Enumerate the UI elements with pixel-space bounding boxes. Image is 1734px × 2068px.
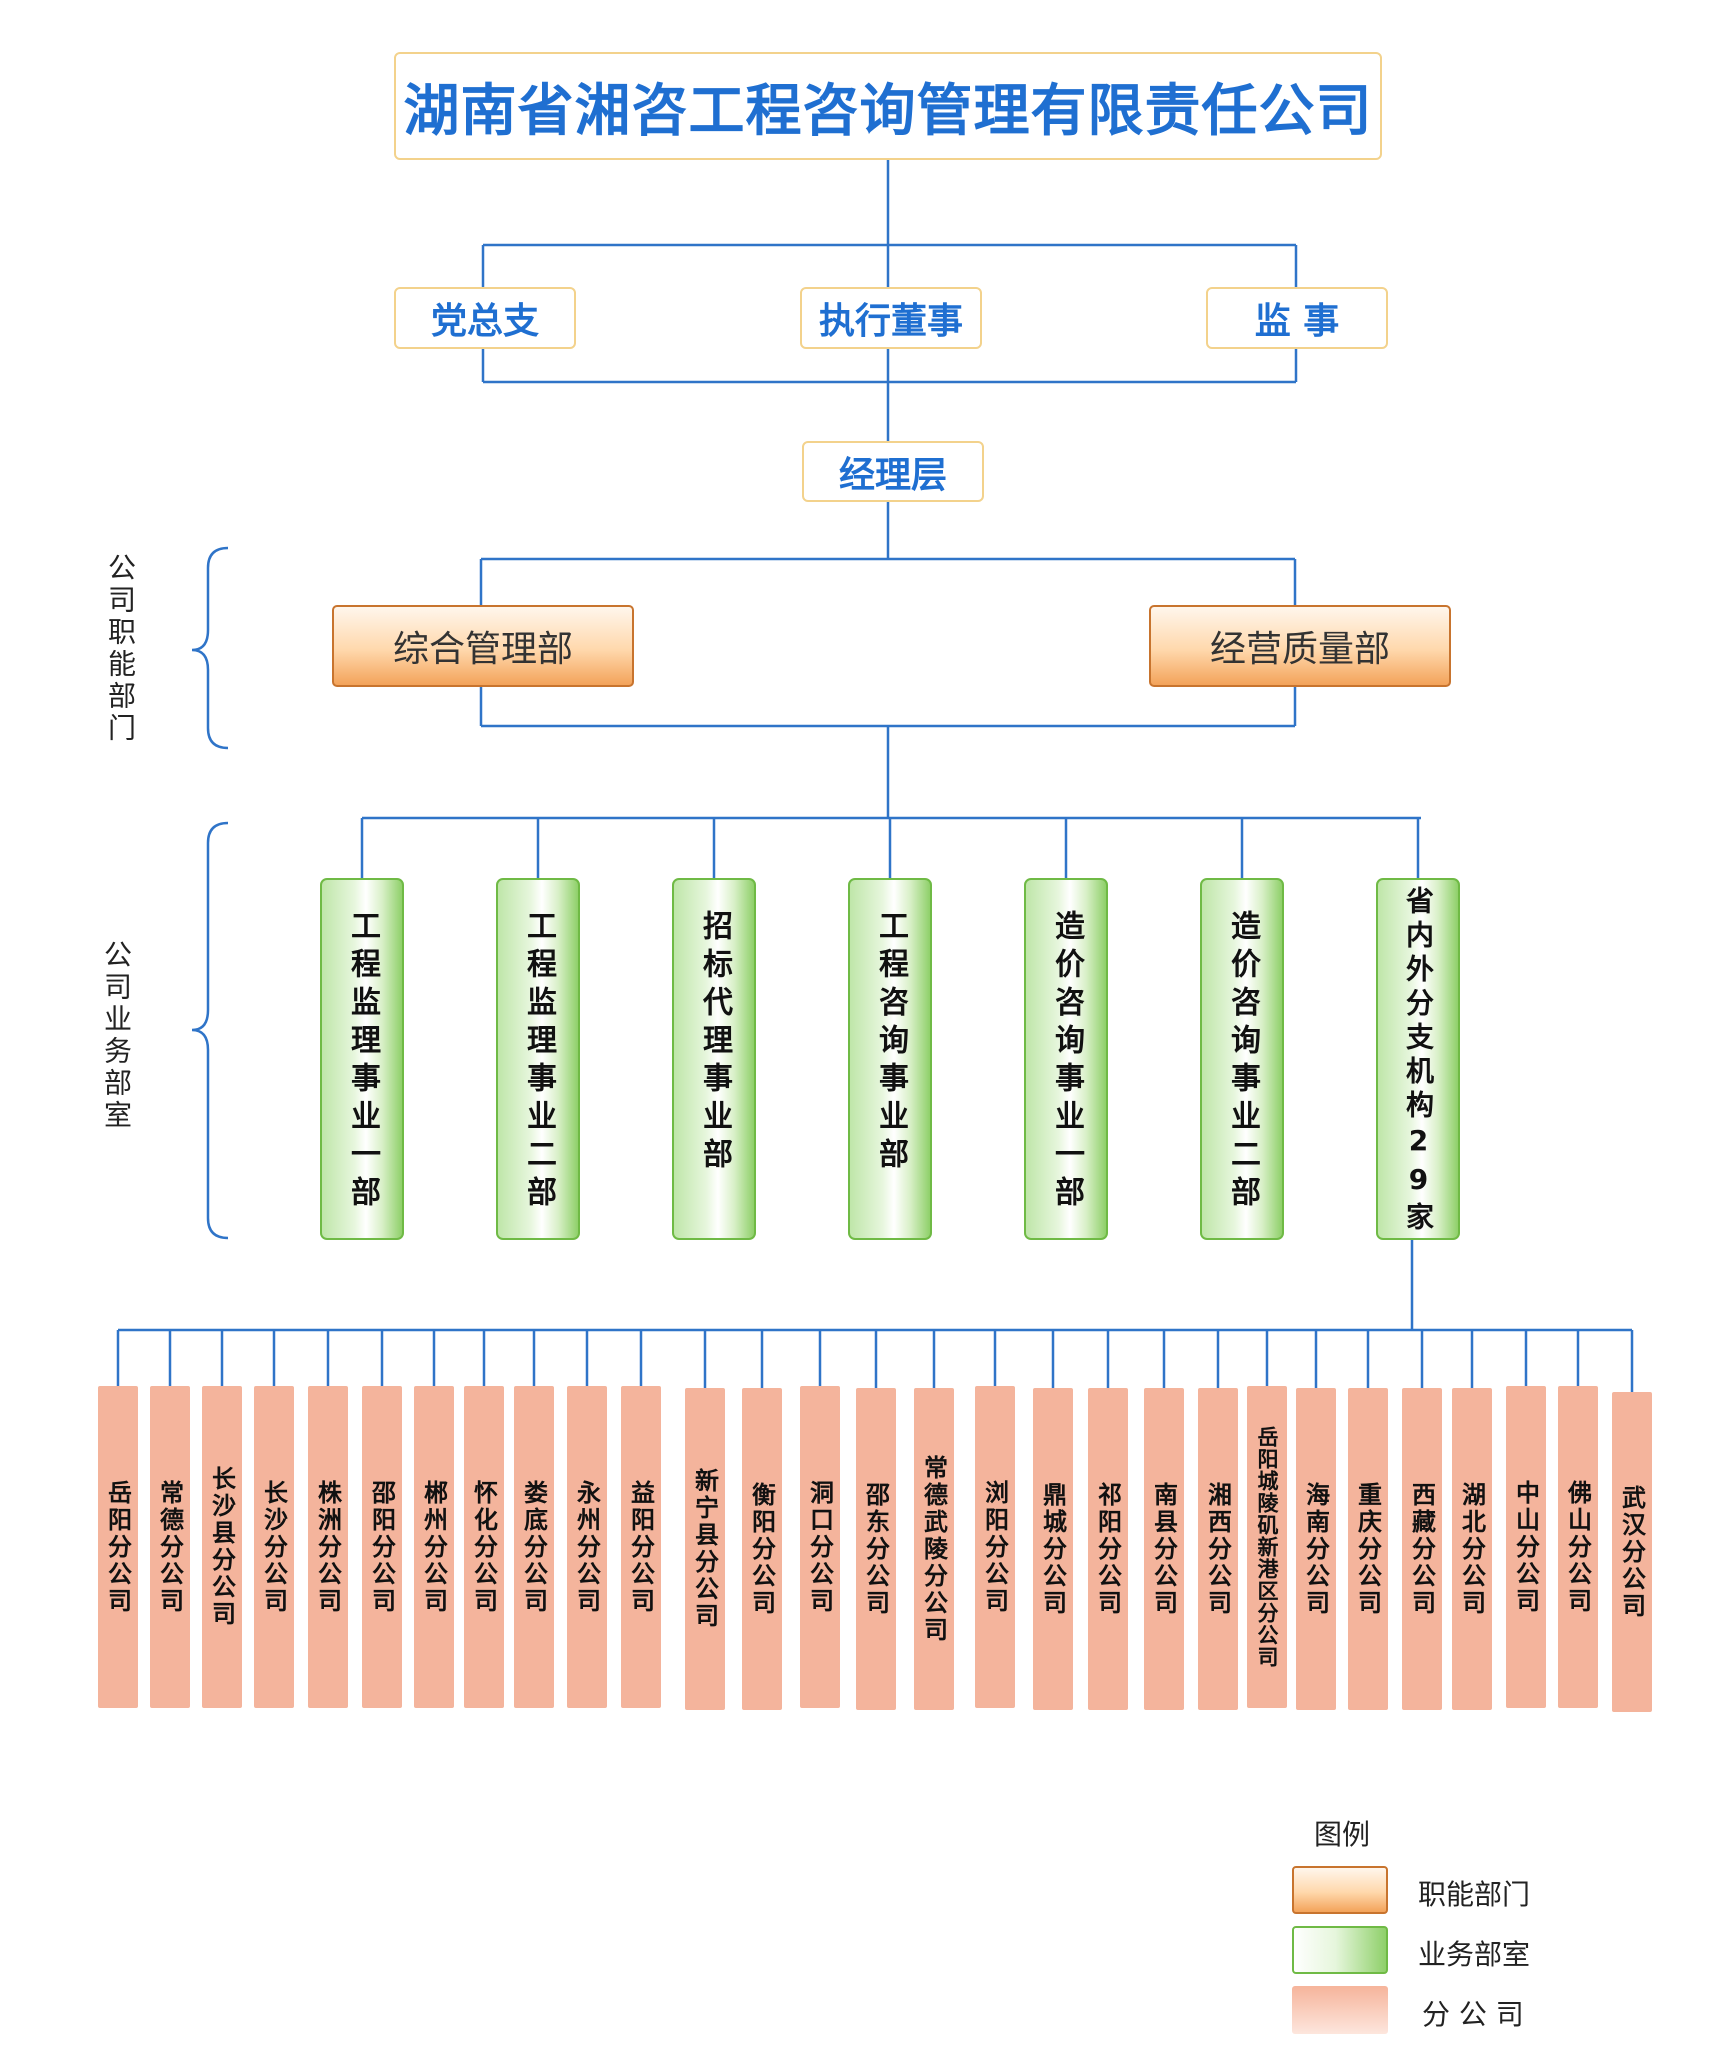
biz-supervision-2-label: 工程监理事业二部 [521,910,556,1214]
branch-office-label: 邵东分公司 [861,1481,890,1617]
branch-office-label: 西藏分公司 [1407,1481,1436,1617]
biz-supervision-1-label: 工程监理事业一部 [345,910,380,1214]
branch-office-box: 祁阳分公司 [1088,1388,1128,1710]
branch-office-box: 永州分公司 [567,1386,607,1708]
business-quality-dept: 经营质量部 [1149,605,1451,687]
legend-swatch-business [1292,1926,1388,1974]
biz-branches-29-label: 省内外分支机构29家 [1402,886,1435,1236]
company-title-box: 湖南省湘咨工程咨询管理有限责任公司 [394,52,1382,160]
party-branch-label: 党总支 [430,301,539,342]
branch-office-label: 洞口分公司 [805,1479,834,1615]
biz-supervision-2-box: 工程监理事业二部 [496,878,580,1240]
branch-office-box: 中山分公司 [1506,1386,1546,1708]
branch-office-box: 娄底分公司 [514,1386,554,1708]
party-branch-box: 党总支 [394,287,576,349]
branch-office-label: 中山分公司 [1511,1479,1540,1615]
branch-office-box: 邵东分公司 [856,1388,896,1710]
management-box: 经理层 [802,441,984,502]
branch-office-label: 邵阳分公司 [367,1479,396,1615]
executive-director-label: 执行董事 [818,301,963,342]
branch-office-box: 衡阳分公司 [742,1388,782,1710]
legend-swatch-branch [1292,1986,1388,2034]
biz-bidding-agency-box: 招标代理事业部 [672,878,756,1240]
branch-office-box: 海南分公司 [1296,1388,1336,1710]
branch-office-box: 南县分公司 [1144,1388,1184,1710]
branch-office-label: 永州分公司 [572,1479,601,1615]
legend-label-business: 业务部室 [1418,1938,1531,1971]
branch-office-box: 湖北分公司 [1452,1388,1492,1710]
branch-office-box: 怀化分公司 [464,1386,504,1708]
biz-engineering-consulting-label: 工程咨询事业部 [873,910,908,1176]
branch-office-box: 岳阳分公司 [98,1386,138,1708]
branch-office-label: 湖北分公司 [1457,1481,1486,1617]
branch-office-label: 娄底分公司 [519,1479,548,1615]
management-label: 经理层 [838,454,947,496]
legend-swatch-functional [1292,1866,1388,1914]
branch-office-label: 常德分公司 [155,1479,184,1615]
branch-office-label: 浏阳分公司 [980,1479,1009,1615]
biz-cost-consulting-2-box: 造价咨询事业二部 [1200,878,1284,1240]
legend-label-functional: 职能部门 [1418,1878,1531,1911]
branch-office-label: 岳阳分公司 [103,1479,132,1615]
branch-office-box: 常德武陵分公司 [914,1388,954,1710]
branch-office-box: 西藏分公司 [1402,1388,1442,1710]
functional-departments-label: 公司职能部门 [104,553,137,745]
branch-office-box: 常德分公司 [150,1386,190,1708]
branch-office-label: 衡阳分公司 [747,1481,776,1617]
branch-office-box: 湘西分公司 [1198,1388,1238,1710]
biz-engineering-consulting-box: 工程咨询事业部 [848,878,932,1240]
biz-cost-consulting-2-label: 造价咨询事业二部 [1225,910,1260,1214]
branch-office-label: 长沙县分公司 [207,1466,236,1628]
supervisor-label: 监 事 [1254,301,1340,342]
branch-office-box: 益阳分公司 [621,1386,661,1708]
branch-office-label: 湘西分公司 [1203,1481,1232,1617]
branch-office-box: 郴州分公司 [414,1386,454,1708]
company-name: 湖南省湘咨工程咨询管理有限责任公司 [403,78,1373,144]
branch-office-box: 岳阳城陵矶新港区分公司 [1247,1386,1287,1708]
branch-office-box: 长沙分公司 [254,1386,294,1708]
branch-office-label: 株洲分公司 [313,1479,342,1615]
branch-office-label: 常德武陵分公司 [919,1454,948,1644]
business-quality-label: 经营质量部 [1209,629,1390,670]
biz-supervision-1-box: 工程监理事业一部 [320,878,404,1240]
legend-title: 图例 [1314,1818,1371,1851]
branch-office-label: 武汉分公司 [1617,1484,1646,1620]
branch-office-label: 岳阳城陵矶新港区分公司 [1255,1426,1279,1668]
branch-office-label: 海南分公司 [1301,1481,1330,1617]
executive-director-box: 执行董事 [800,287,982,349]
branch-office-box: 邵阳分公司 [362,1386,402,1708]
branch-office-label: 新宁县分公司 [690,1468,719,1630]
branch-office-label: 祁阳分公司 [1093,1481,1122,1617]
supervisor-box: 监 事 [1206,287,1388,349]
branch-office-label: 鼎城分公司 [1038,1481,1067,1617]
branch-office-box: 新宁县分公司 [685,1388,725,1710]
branch-office-box: 洞口分公司 [800,1386,840,1708]
branch-office-box: 重庆分公司 [1348,1388,1388,1710]
general-management-dept: 综合管理部 [332,605,634,687]
biz-bidding-agency-label: 招标代理事业部 [697,910,732,1176]
biz-cost-consulting-1-label: 造价咨询事业一部 [1049,910,1084,1214]
branch-office-box: 佛山分公司 [1558,1386,1598,1708]
biz-cost-consulting-1-box: 造价咨询事业一部 [1024,878,1108,1240]
branch-office-box: 鼎城分公司 [1033,1388,1073,1710]
branch-office-box: 浏阳分公司 [975,1386,1015,1708]
general-management-label: 综合管理部 [392,629,573,670]
branch-office-box: 长沙县分公司 [202,1386,242,1708]
branch-office-label: 益阳分公司 [626,1479,655,1615]
branch-office-label: 南县分公司 [1149,1481,1178,1617]
branch-office-label: 怀化分公司 [469,1479,498,1615]
branch-office-box: 武汉分公司 [1612,1392,1652,1712]
branch-office-label: 郴州分公司 [419,1479,448,1615]
business-departments-label: 公司业务部室 [100,940,133,1132]
branch-office-label: 佛山分公司 [1563,1479,1592,1615]
branch-office-box: 株洲分公司 [308,1386,348,1708]
branch-office-label: 长沙分公司 [259,1479,288,1615]
branch-office-label: 重庆分公司 [1353,1481,1382,1617]
legend-label-branch: 分 公 司 [1422,1998,1524,2031]
biz-branches-29-box: 省内外分支机构29家 [1376,878,1460,1240]
